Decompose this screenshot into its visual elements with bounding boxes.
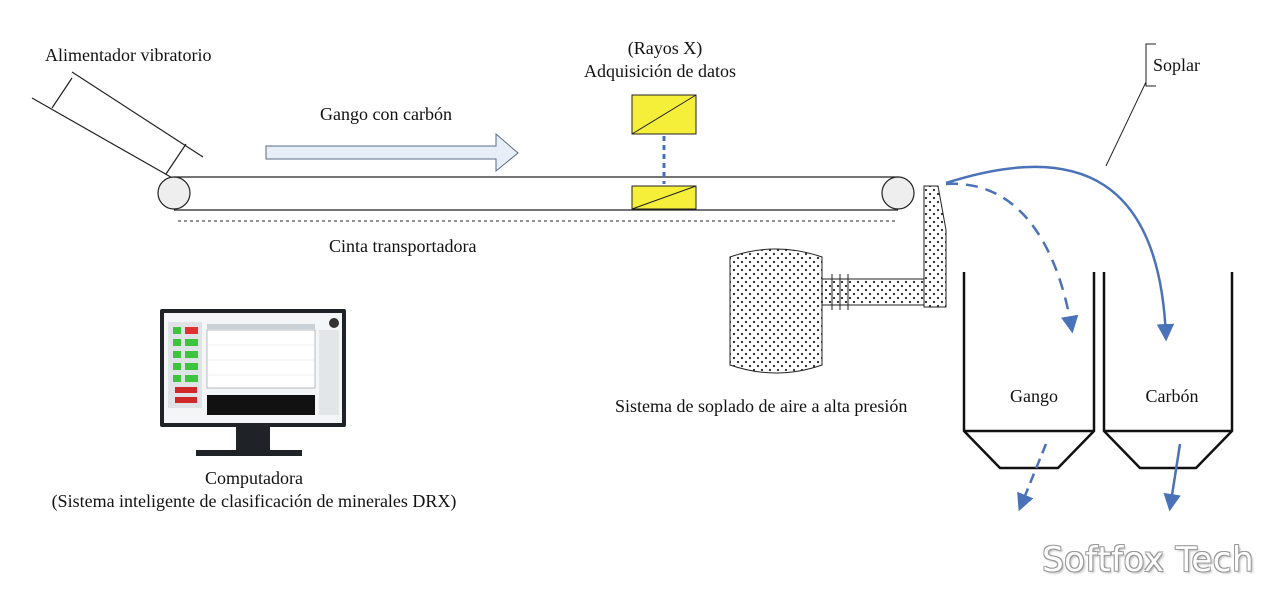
air-nozzle <box>821 185 947 310</box>
gangue-bin-label: Gango <box>1010 386 1058 406</box>
coal-trajectory <box>945 165 1175 342</box>
left-roller <box>157 176 191 210</box>
computer-label: Computadora <box>205 468 303 488</box>
material-flow-arrow <box>265 132 519 173</box>
air-tank <box>729 248 823 374</box>
feeder-label: Alimentador vibratorio <box>45 45 212 65</box>
soplar-leader <box>1105 81 1147 167</box>
watermark: Softfox Tech <box>1042 540 1254 580</box>
computer-desc-label: (Sistema inteligente de clasificación de… <box>51 491 457 511</box>
screen-chart-area <box>206 329 316 389</box>
screen-black-panel <box>207 395 315 415</box>
conveyor-belt <box>157 176 915 222</box>
soplar-bracket <box>1145 43 1156 87</box>
flow-label: Gango con carbón <box>320 104 452 124</box>
gangue-bin <box>962 272 1096 470</box>
air-system-label: Sistema de soplado de aire a alta presió… <box>615 396 908 416</box>
xray-source <box>631 94 697 135</box>
gangue-discharge-arrow <box>1017 443 1048 512</box>
coal-bin <box>1102 272 1234 470</box>
air-pipe <box>821 278 925 306</box>
computer-monitor <box>160 309 346 456</box>
conveyor-label: Cinta transportadora <box>329 236 477 256</box>
acquisition-label: Adquisición de datos <box>584 61 736 81</box>
coal-bin-label: Carbón <box>1145 386 1199 406</box>
blow-label: Soplar <box>1153 55 1200 75</box>
xray-label: (Rayos X) <box>627 38 703 58</box>
xray-detector <box>631 185 697 210</box>
right-roller <box>881 176 915 210</box>
vibrating-feeder <box>31 71 204 181</box>
gangue-trajectory <box>945 182 1079 334</box>
coal-discharge-arrow <box>1163 443 1182 512</box>
